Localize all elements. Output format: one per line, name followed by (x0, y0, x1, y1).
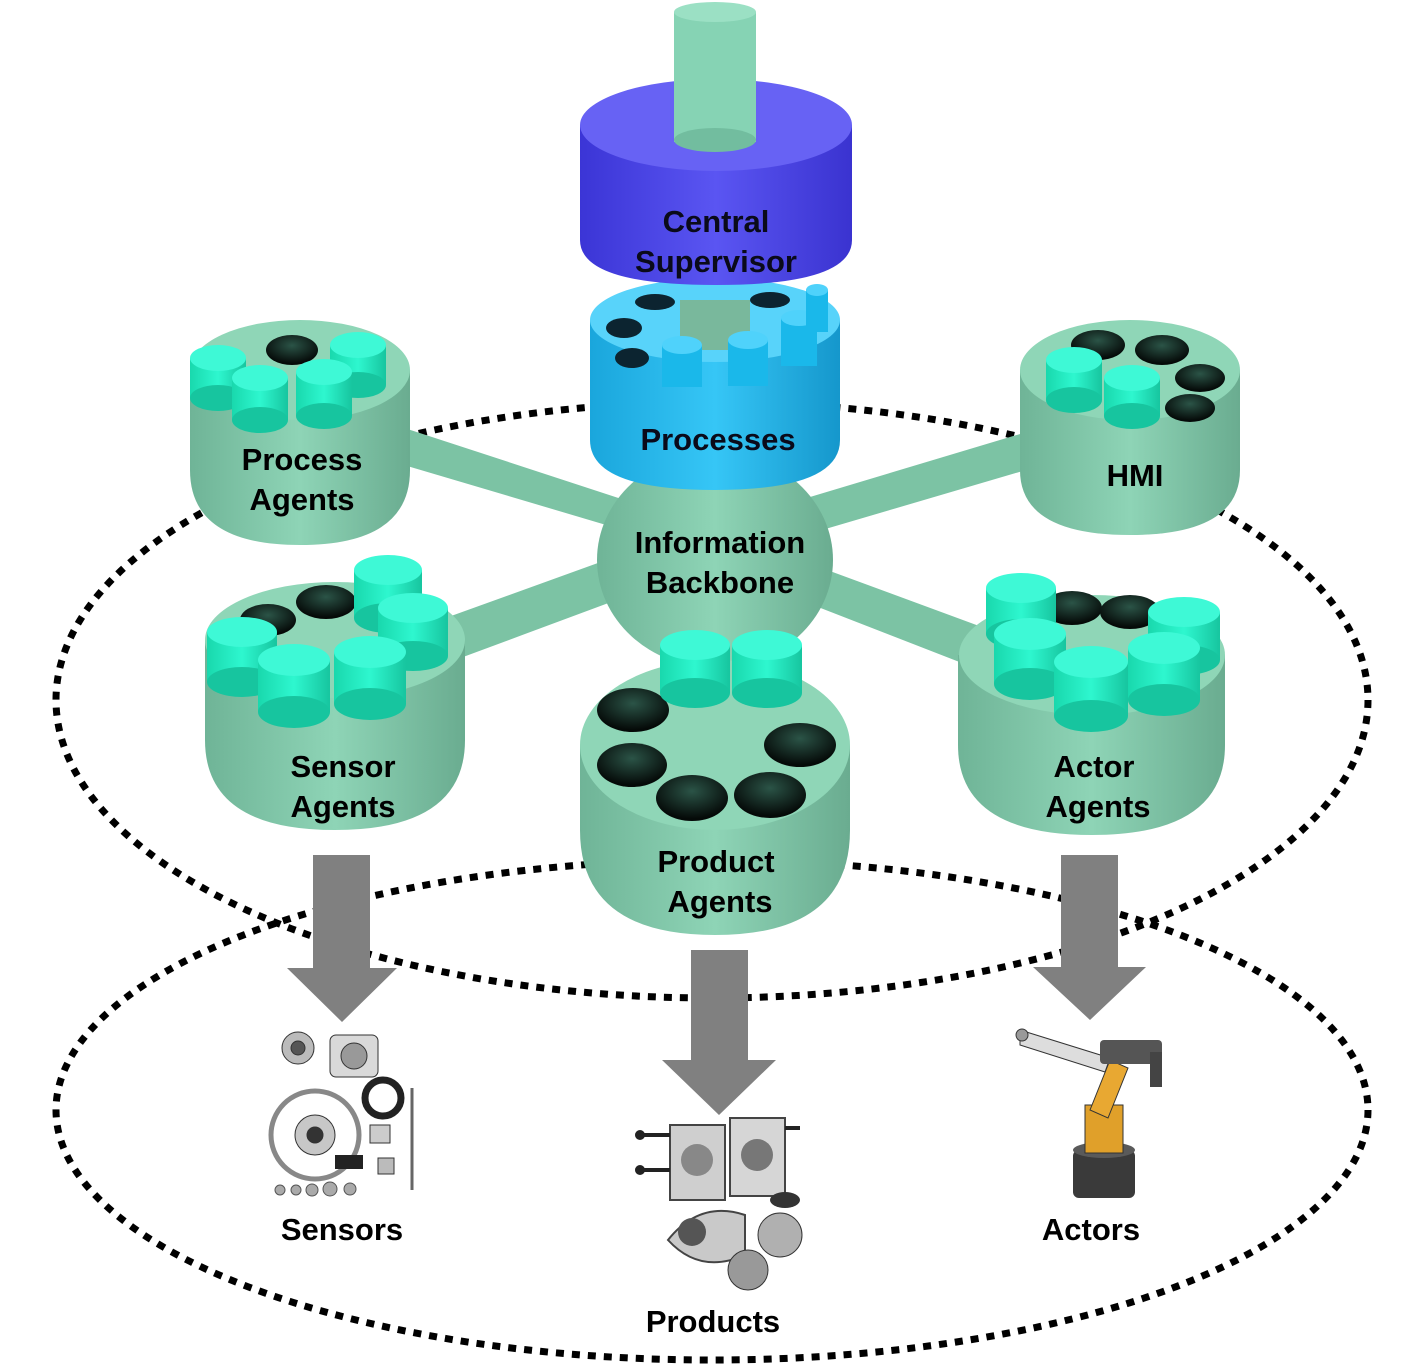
products-illustration (635, 1117, 803, 1291)
product-agents-pod (580, 630, 850, 935)
agent-cylinder (1054, 646, 1128, 732)
products-label: Products (646, 1304, 780, 1339)
agent-cylinder (1046, 347, 1102, 413)
processes-label: Processes (640, 422, 795, 457)
empty-slot (635, 294, 675, 310)
empty-slot (750, 292, 790, 308)
actor-arrow (1033, 855, 1146, 1020)
svg-text:Agents: Agents (249, 482, 354, 517)
information-backbone-label: Information Backbone (635, 525, 806, 600)
process-agents-label: Process Agents (242, 442, 363, 517)
agent-cylinder (296, 359, 352, 429)
svg-text:Actor: Actor (1054, 749, 1135, 784)
sensor-arrow (287, 855, 397, 1022)
empty-slot (1135, 335, 1189, 365)
hmi-label: HMI (1107, 458, 1164, 493)
svg-text:Agents: Agents (290, 789, 395, 824)
empty-slot (764, 723, 836, 767)
actor-agents-label: Actor Agents (1045, 749, 1150, 824)
agent-cylinder (1128, 632, 1200, 716)
svg-text:Agents: Agents (1045, 789, 1150, 824)
svg-text:Product: Product (657, 844, 774, 879)
empty-slot (296, 585, 356, 619)
svg-text:Sensor: Sensor (290, 749, 395, 784)
actors-illustration (1015, 1028, 1162, 1198)
physical-layer-ellipse (52, 856, 1372, 1364)
processes-ring (590, 278, 840, 490)
agent-cylinder (334, 636, 406, 720)
sensor-agents-label: Sensor Agents (290, 749, 395, 824)
empty-slot (615, 348, 649, 368)
svg-text:Supervisor: Supervisor (635, 244, 797, 279)
empty-slot (1175, 364, 1225, 392)
empty-slot (1100, 595, 1160, 629)
sensors-label: Sensors (281, 1212, 403, 1247)
agent-cylinder (732, 630, 802, 708)
actor-agents-pod (958, 573, 1225, 835)
product-arrow (662, 950, 776, 1115)
agent-cylinder (232, 365, 288, 433)
empty-slot (734, 772, 806, 818)
process-cylinder (728, 331, 768, 386)
agent-cylinder (660, 630, 730, 708)
svg-text:Process: Process (242, 442, 363, 477)
agent-cylinder (1104, 365, 1160, 429)
sensor-agents-pod (205, 555, 465, 830)
product-agents-label: Product Agents (657, 844, 774, 919)
svg-text:Central: Central (663, 204, 770, 239)
svg-text:Agents: Agents (667, 884, 772, 919)
svg-text:Backbone: Backbone (646, 565, 794, 600)
hmi-pod (1020, 320, 1240, 535)
process-cylinder (806, 284, 828, 332)
actors-label: Actors (1042, 1212, 1140, 1247)
process-cylinder (662, 336, 702, 387)
empty-slot (266, 335, 318, 365)
information-backbone-hub (597, 452, 833, 668)
empty-slot (606, 318, 642, 338)
empty-slot (597, 688, 669, 732)
sensors-illustration (268, 1031, 414, 1197)
empty-slot (1165, 394, 1215, 422)
agent-cylinder (994, 618, 1066, 700)
central-supervisor-disk (580, 2, 852, 285)
empty-slot (1042, 591, 1102, 625)
central-supervisor-label: Central Supervisor (635, 204, 797, 279)
empty-slot (656, 775, 728, 821)
empty-slot (597, 743, 667, 787)
agent-cylinder (258, 644, 330, 728)
process-agents-pod (190, 320, 410, 545)
svg-text:Information: Information (635, 525, 806, 560)
